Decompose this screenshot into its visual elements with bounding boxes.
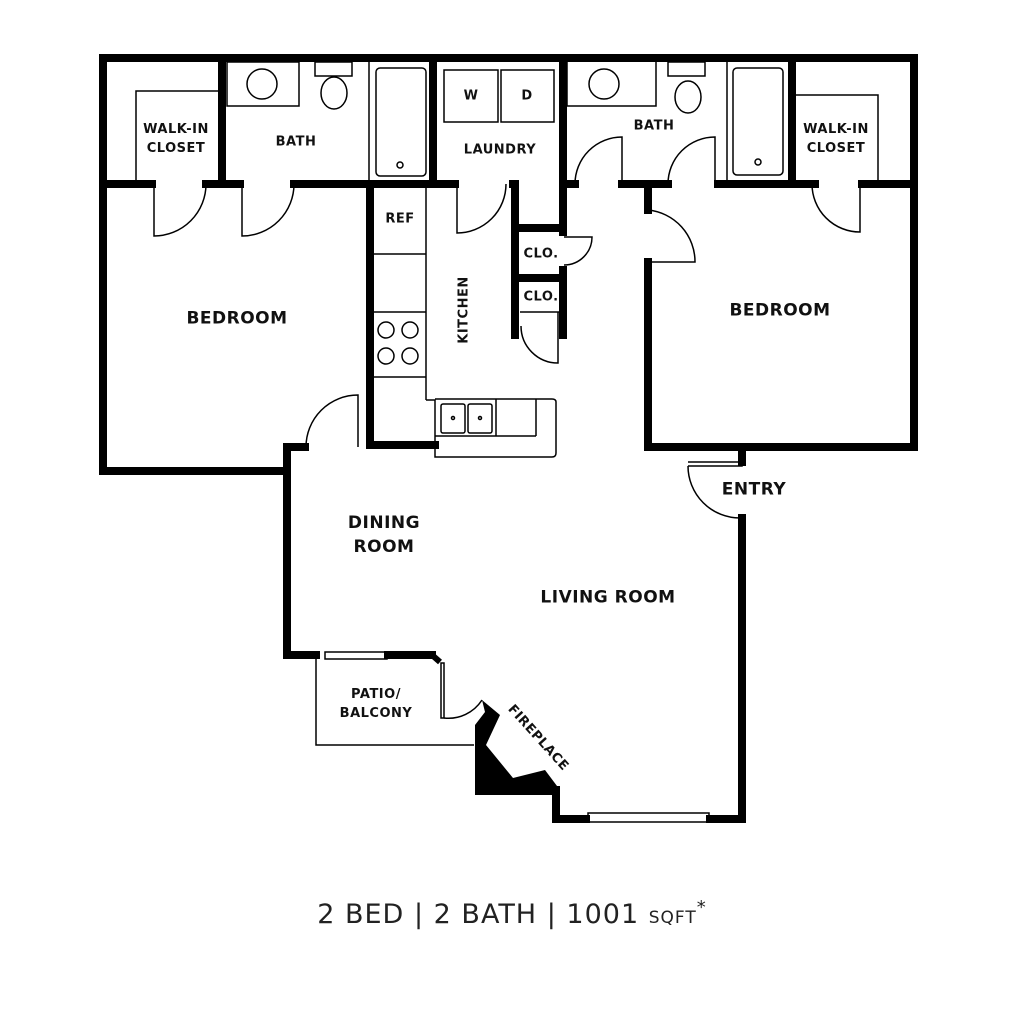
room-label-closet-2: CLO. <box>523 289 559 305</box>
room-label-kitchen: KITCHEN <box>456 276 472 344</box>
washer-label: W <box>463 88 479 104</box>
square-footage: 1001 <box>566 899 640 930</box>
room-label-walkin-closet-left: WALK-IN CLOSET <box>143 122 209 156</box>
room-label-entry: ENTRY <box>721 479 787 500</box>
sqft-unit: SQFT <box>648 908 697 928</box>
walls <box>99 54 918 823</box>
room-label-closet-1: CLO. <box>523 246 559 262</box>
room-label-walkin-closet-right: WALK-IN CLOSET <box>803 122 869 156</box>
room-label-bath-left: BATH <box>275 134 317 150</box>
dryer-label: D <box>521 88 533 104</box>
footnote-asterisk: * <box>696 897 707 918</box>
fireplace-mass <box>475 700 560 795</box>
unit-summary: 2 BED | 2 BATH | 1001 SQFT* <box>0 897 1024 930</box>
separator: | <box>546 899 557 930</box>
room-label-patio-balcony: PATIO/ BALCONY <box>339 687 413 721</box>
room-label-laundry: LAUNDRY <box>463 142 537 158</box>
room-label-bath-right: BATH <box>633 118 675 134</box>
beds-count: 2 BED <box>317 899 405 930</box>
room-label-dining-room: DINING ROOM <box>347 513 421 557</box>
baths-count: 2 BATH <box>433 899 538 930</box>
separator: | <box>413 899 425 930</box>
room-label-bedroom-right: BEDROOM <box>729 300 831 321</box>
room-label-bedroom-left: BEDROOM <box>186 308 288 329</box>
room-label-ref: REF <box>385 211 415 227</box>
room-label-living-room: LIVING ROOM <box>540 587 676 608</box>
